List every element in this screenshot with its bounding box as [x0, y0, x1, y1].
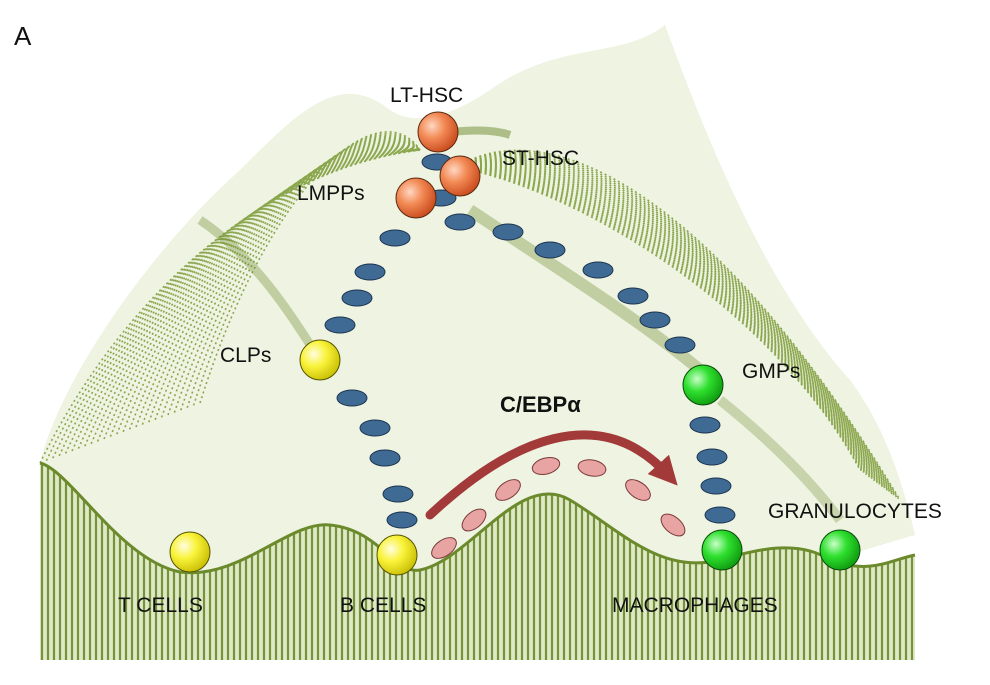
path-dot	[336, 389, 368, 407]
label-granulocytes: GRANULOCYTES	[768, 500, 942, 523]
ridge-line	[160, 140, 421, 418]
path-dot	[386, 511, 418, 529]
path-dot	[444, 213, 476, 231]
path-dot	[534, 241, 566, 259]
ridge-line	[71, 149, 421, 452]
cell-lt-hsc	[417, 111, 459, 153]
ridge-line	[141, 143, 421, 425]
ridge-line	[109, 147, 421, 437]
label-clps: CLPs	[220, 344, 271, 367]
ridge-line	[469, 154, 896, 497]
ridge-line	[116, 147, 421, 435]
ridge-line	[96, 148, 421, 442]
ridge-line	[469, 159, 890, 493]
reprogramming-path	[431, 456, 686, 559]
ridge-line	[469, 167, 868, 476]
cell-b-cells	[376, 534, 418, 576]
ridge-line	[469, 168, 866, 474]
ridge-line	[103, 148, 421, 440]
reprogram-dot	[495, 479, 521, 501]
ridge-line	[469, 161, 887, 490]
path-dot	[324, 316, 356, 334]
path-dot	[696, 448, 728, 466]
reprogram-dot	[431, 537, 457, 559]
label-t-cells: T CELLS	[118, 594, 203, 617]
label-lt-hsc: LT-HSC	[390, 84, 463, 107]
ridge-line	[469, 164, 879, 484]
path-dot	[359, 419, 391, 437]
panel-label: A	[14, 21, 32, 51]
ridge-line	[167, 139, 421, 416]
label-lmpps: LMPPs	[297, 182, 365, 205]
ridge-line	[199, 131, 421, 404]
path-dot	[639, 311, 671, 329]
label-b-cells: B CELLS	[340, 594, 426, 617]
cell-macrophages	[701, 529, 743, 571]
transcription-factor-label: C/EBPα	[500, 392, 581, 417]
path-dot	[689, 416, 721, 434]
path-dot	[379, 229, 411, 247]
ridge-line	[469, 166, 872, 479]
cell-lmpps	[395, 177, 437, 219]
reprogram-dot	[577, 459, 607, 477]
path-dot	[341, 289, 373, 307]
cell-gmps	[682, 364, 724, 406]
ridge-line	[469, 166, 871, 478]
ridge-line	[469, 156, 893, 495]
path-dot	[354, 263, 386, 281]
path-dot	[617, 287, 649, 305]
label-st-hsc: ST-HSC	[502, 147, 579, 170]
ridge-line	[90, 149, 421, 445]
path-dot	[382, 485, 414, 503]
reprogram-dot	[660, 513, 686, 537]
ridge-line	[52, 149, 421, 459]
cell-st-hsc	[439, 155, 481, 197]
ridge-line	[469, 164, 880, 485]
path-dot	[582, 261, 614, 279]
ridge-line	[64, 149, 421, 454]
reprogram-dot	[531, 456, 561, 476]
label-gmps: GMPs	[742, 360, 800, 383]
reprogram-dot	[625, 479, 651, 501]
reprogram-dot	[461, 508, 487, 532]
cell-granulocytes	[819, 529, 861, 571]
ridge-line	[469, 163, 884, 488]
label-macrophages: MACROPHAGES	[612, 594, 778, 617]
ridge-line	[180, 135, 421, 411]
cells	[169, 111, 861, 576]
ridge-line	[469, 151, 900, 500]
ridge-line	[469, 158, 892, 494]
path-dot	[492, 223, 524, 241]
ridge-line	[122, 146, 421, 433]
landscape-upper	[39, 25, 915, 573]
path-dot	[664, 336, 696, 354]
ridge-line	[39, 149, 421, 464]
ridge-line	[469, 155, 895, 496]
ridge-line	[469, 167, 869, 477]
cell-clps	[299, 339, 341, 381]
ridge-line	[58, 149, 421, 457]
ridge-line	[173, 137, 421, 413]
path-dot	[704, 506, 736, 524]
path-dot	[369, 449, 401, 467]
cell-t-cells	[169, 531, 211, 573]
ridge-line	[469, 165, 877, 483]
ridge-line	[135, 144, 421, 428]
ridge-line	[469, 168, 864, 473]
path-dot	[700, 477, 732, 495]
transdifferentiation-arrow	[425, 430, 678, 520]
ridge-line	[469, 162, 885, 489]
